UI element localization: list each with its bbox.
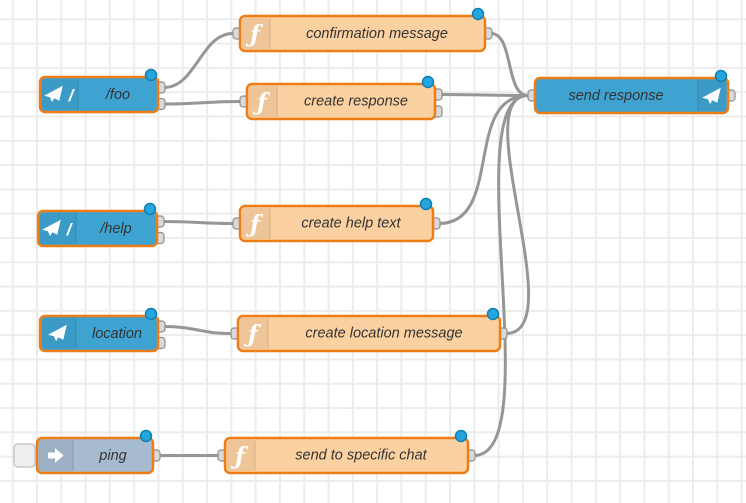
changed-indicator <box>486 307 500 321</box>
changed-indicator <box>143 202 157 216</box>
changed-indicator <box>144 68 158 82</box>
command-slash-icon: / <box>66 220 74 239</box>
node-send-response[interactable]: send response <box>527 69 736 115</box>
wire-confirmation-to-send-response[interactable] <box>489 32 530 97</box>
function-icon: ƒ <box>230 443 249 470</box>
node-create-help-text[interactable]: ƒ create help text <box>232 197 441 243</box>
changed-indicator <box>421 75 435 89</box>
node-label: create response <box>304 94 408 110</box>
changed-indicator <box>144 307 158 321</box>
node-body[interactable] <box>223 436 470 475</box>
changed-indicator <box>471 7 485 21</box>
node-body[interactable] <box>245 82 437 121</box>
function-icon: ƒ <box>245 21 264 48</box>
node-label: send to specific chat <box>295 448 427 464</box>
node-label: send response <box>568 88 663 104</box>
wire-help-to-create-help-text[interactable] <box>161 220 235 225</box>
node-body[interactable] <box>533 76 730 115</box>
node-label: location <box>92 326 142 342</box>
node-label: /foo <box>105 87 130 103</box>
icon-region <box>242 18 270 49</box>
icon-region <box>240 318 268 349</box>
icon-region <box>249 86 277 117</box>
inject-button[interactable] <box>13 443 36 468</box>
node-body[interactable] <box>36 209 159 248</box>
icon-region <box>227 440 255 471</box>
node-label: create help text <box>301 216 401 232</box>
node-label: create location message <box>305 326 462 342</box>
node-confirmation-message[interactable]: ƒ confirmation message <box>232 7 493 53</box>
node-create-response[interactable]: ƒ create response <box>239 75 443 121</box>
node-label: confirmation message <box>306 26 448 42</box>
inject-arrow-icon <box>48 448 64 463</box>
changed-indicator <box>454 429 468 443</box>
wire-foo-to-create-response[interactable] <box>162 100 242 106</box>
function-icon: ƒ <box>245 211 264 238</box>
node-label: /help <box>99 221 131 237</box>
wire-create-response-to-send-response[interactable] <box>439 93 530 97</box>
function-icon: ƒ <box>243 321 262 348</box>
node-ping[interactable]: ping <box>13 429 161 475</box>
node-create-location-message[interactable]: ƒ create location message <box>230 307 508 353</box>
node-help[interactable]: / /help <box>36 202 165 248</box>
wires <box>157 32 531 457</box>
wire-location-to-create-location[interactable] <box>162 325 231 335</box>
changed-indicator <box>419 197 433 211</box>
node-foo[interactable]: / /foo <box>38 68 166 114</box>
node-body[interactable] <box>238 204 435 243</box>
node-body[interactable] <box>38 314 160 353</box>
changed-indicator <box>714 69 728 83</box>
wire-foo-to-confirmation[interactable] <box>162 32 235 89</box>
node-body[interactable] <box>238 14 487 53</box>
command-slash-icon: / <box>68 86 76 105</box>
node-location[interactable]: location <box>38 307 166 353</box>
node-send-to-specific-chat[interactable]: ƒ send to specific chat <box>217 429 476 475</box>
changed-indicator <box>139 429 153 443</box>
wire-create-location-to-send-response[interactable] <box>504 94 531 335</box>
icon-region <box>242 208 270 239</box>
node-body[interactable] <box>236 314 502 353</box>
node-body[interactable] <box>38 75 160 114</box>
wire-create-help-text-to-send-response[interactable] <box>437 94 530 225</box>
wire-specific-chat-to-send-response[interactable] <box>472 94 530 457</box>
node-label: ping <box>98 448 126 464</box>
node-body[interactable] <box>35 436 155 475</box>
function-icon: ƒ <box>252 89 271 116</box>
